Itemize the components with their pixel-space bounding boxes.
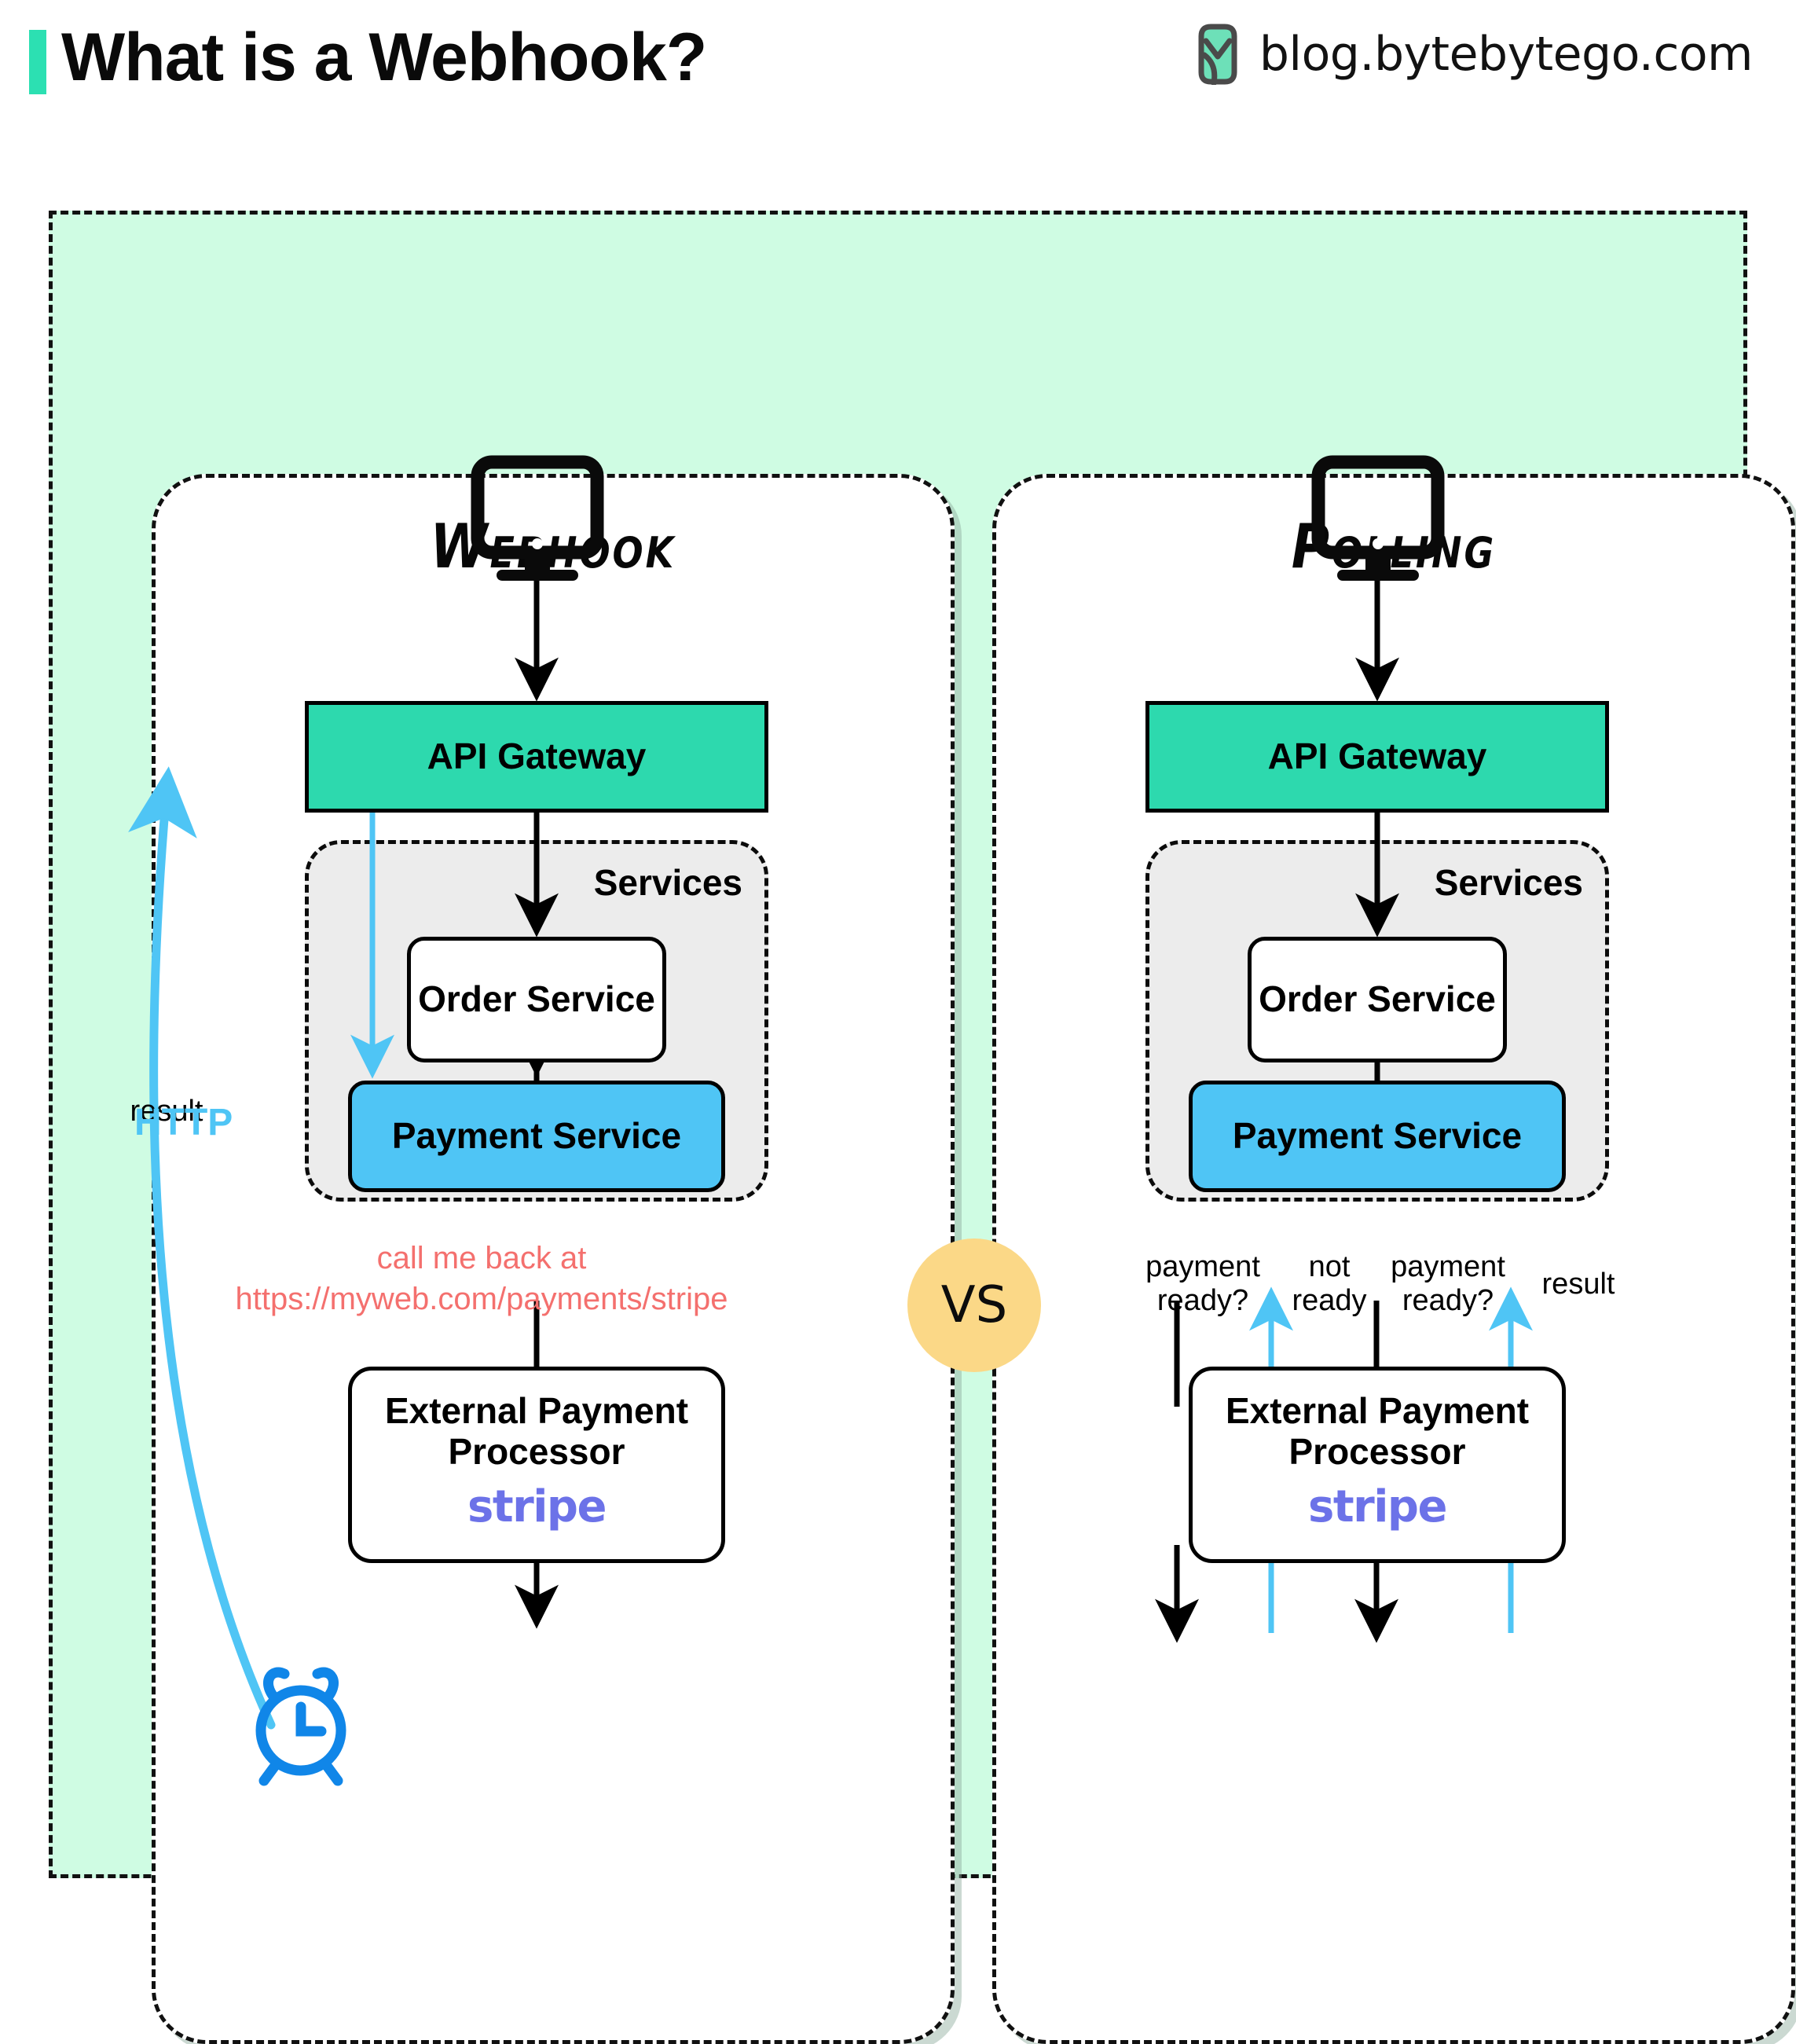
polling-external-processor[interactable]: External Payment Processor stripe bbox=[1189, 1367, 1566, 1563]
polling-api-gateway[interactable]: API Gateway bbox=[1145, 701, 1609, 813]
webhook-api-gateway[interactable]: API Gateway bbox=[305, 701, 768, 813]
diagram-canvas: Webhook Polling VS API Gateway Services … bbox=[49, 211, 1795, 2044]
brand-url: blog.bytebytego.com bbox=[1259, 27, 1754, 82]
polling-payment-service[interactable]: Payment Service bbox=[1189, 1081, 1566, 1192]
brand-block: blog.bytebytego.com bbox=[1193, 24, 1754, 85]
stripe-logo-webhook: stripe bbox=[467, 1481, 607, 1533]
title-accent-bar bbox=[29, 30, 46, 94]
vs-label: VS bbox=[940, 1276, 1008, 1334]
panel-title-webhook: Webhook bbox=[430, 511, 676, 582]
page-header: What is a Webhook? blog.bytebytego.com bbox=[0, 0, 1796, 206]
vs-badge: VS bbox=[907, 1239, 1041, 1372]
polling-label-result: result bbox=[1541, 1268, 1615, 1301]
polling-label-not-ready: not ready bbox=[1292, 1250, 1367, 1317]
bytebytego-logo-icon bbox=[1198, 24, 1237, 85]
panel-title-polling: Polling bbox=[1291, 511, 1497, 582]
webhook-http-label: HTTP bbox=[134, 1102, 233, 1143]
webhook-services-label: Services bbox=[593, 862, 742, 903]
webhook-callback-note: call me back at https://myweb.com/paymen… bbox=[235, 1241, 728, 1316]
polling-processor-title: External Payment Processor bbox=[1225, 1390, 1530, 1472]
webhook-order-service[interactable]: Order Service bbox=[407, 937, 666, 1062]
webhook-processor-title: External Payment Processor bbox=[384, 1390, 689, 1472]
stripe-logo-polling: stripe bbox=[1308, 1481, 1447, 1533]
webhook-external-processor[interactable]: External Payment Processor stripe bbox=[348, 1367, 725, 1563]
polling-label-payment-ready-1: payment ready? bbox=[1145, 1250, 1260, 1317]
polling-order-service[interactable]: Order Service bbox=[1248, 937, 1507, 1062]
page-title: What is a Webhook? bbox=[61, 20, 707, 95]
webhook-payment-service[interactable]: Payment Service bbox=[348, 1081, 725, 1192]
polling-label-payment-ready-2: payment ready? bbox=[1391, 1250, 1505, 1317]
polling-services-label: Services bbox=[1434, 862, 1583, 903]
